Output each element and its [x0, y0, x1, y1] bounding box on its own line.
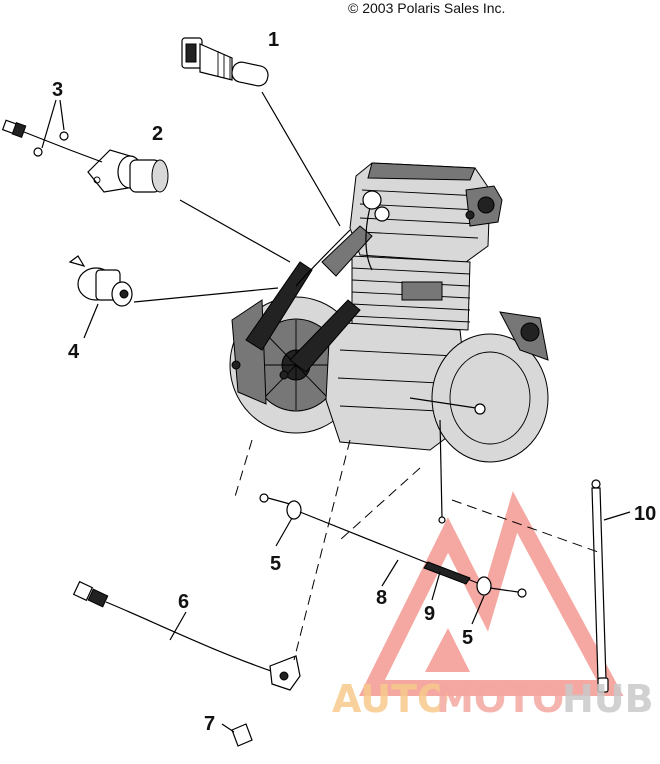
leader-line-10 [603, 511, 631, 521]
leader-line-1 [261, 91, 341, 227]
leader-line-9 [431, 571, 441, 601]
reference-lines [233, 439, 599, 661]
callout-7: 7 [204, 713, 215, 735]
leader-line-5a [275, 517, 293, 547]
engine-assembly-icon [229, 162, 549, 524]
pressure-switch-icon [68, 255, 133, 307]
callout-5a: 5 [270, 553, 281, 575]
callout-2: 2 [152, 123, 163, 145]
watermark-logo-triangle [359, 491, 624, 696]
watermark-auto: AUTO [332, 677, 449, 721]
ground-strap-icon [591, 479, 609, 693]
leader-line-8 [381, 559, 399, 587]
callout-10: 10 [634, 503, 656, 525]
callout-4: 4 [68, 341, 80, 363]
callout-8: 8 [376, 587, 387, 609]
sensor-cable-icon [72, 580, 301, 691]
thermostat-housing-icon [87, 149, 169, 193]
watermark-moto: MOTO [436, 677, 564, 721]
callout-1: 1 [268, 29, 279, 51]
watermark-text: AUTO MOTO HUB [332, 677, 654, 721]
sensor-lead-icon [1, 119, 103, 163]
watermark-hub: HUB [562, 677, 654, 721]
leader-line-4b [83, 303, 99, 339]
copyright-text: © 2003 Polaris Sales Inc. [348, 0, 505, 16]
leader-line-2 [179, 199, 291, 263]
callout-5b: 5 [462, 627, 473, 649]
temperature-sensor-icon [181, 37, 269, 87]
leader-line-3b [41, 99, 57, 149]
callout-3: 3 [52, 79, 63, 101]
leader-line-6 [169, 611, 187, 641]
leader-line-5b [471, 595, 485, 625]
leader-line-3a [59, 99, 65, 131]
callout-6: 6 [178, 591, 189, 613]
spark-plug-lead-icon [259, 493, 527, 598]
callout-9: 9 [424, 603, 435, 625]
leader-line-4a [133, 287, 279, 303]
fitting-icon [221, 723, 253, 747]
